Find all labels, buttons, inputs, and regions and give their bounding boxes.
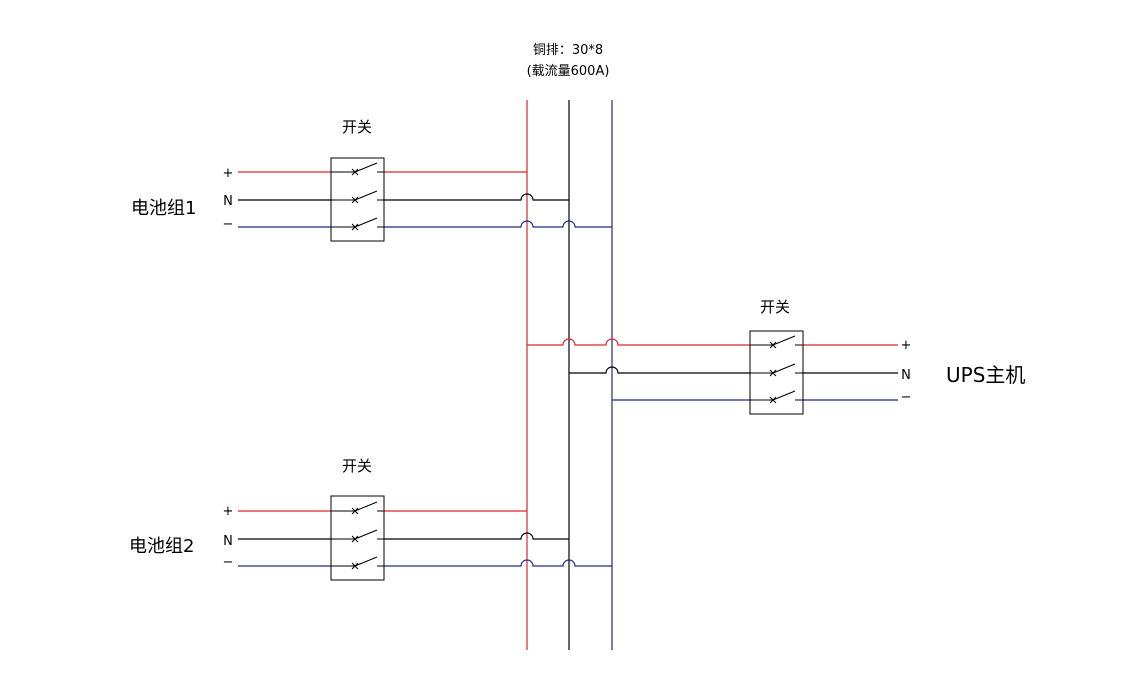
battery1-switch-contacts [332,162,383,233]
battery-group-2: 电池组2 开关 + N − [129,457,612,581]
battery2-n-label: N [223,534,233,549]
ups-switch-box [749,330,804,415]
battery2-plus-label: + [223,504,234,519]
ups-switch-label: 开关 [760,298,790,316]
ups-n-label: N [901,368,911,383]
battery2-switch-box [330,495,385,581]
battery2-switch-label: 开关 [342,457,372,475]
battery1-switch-box [330,157,385,242]
battery2-switch-contacts [332,501,383,572]
battery1-switch-label: 开关 [342,118,372,136]
ups-minus-label: − [901,390,912,405]
ups-neutral-wire [569,366,898,374]
ups-switch-contacts [751,335,802,406]
ups-group: UPS主机 开关 + N − [527,298,1025,415]
battery2-label: 电池组2 [129,536,194,557]
battery1-neutral-wire [238,193,569,201]
battery1-minus-label: − [223,217,234,232]
battery-group-1: 电池组1 开关 + N − [131,118,612,242]
ups-plus-label: + [901,338,912,353]
battery1-plus-label: + [223,166,234,181]
battery2-neutral-wire [238,532,569,540]
busbar-label-line2: (载流量600A) [527,64,610,79]
busbar-label-line1: 铜排：30*8 [533,43,603,58]
battery1-n-label: N [223,194,233,209]
battery1-label: 电池组1 [131,198,196,219]
battery1-negative-wire [238,220,612,228]
ups-positive-wire [527,338,898,346]
ups-label: UPS主机 [946,363,1025,387]
battery2-minus-label: − [223,555,234,570]
battery2-negative-wire [238,559,612,567]
